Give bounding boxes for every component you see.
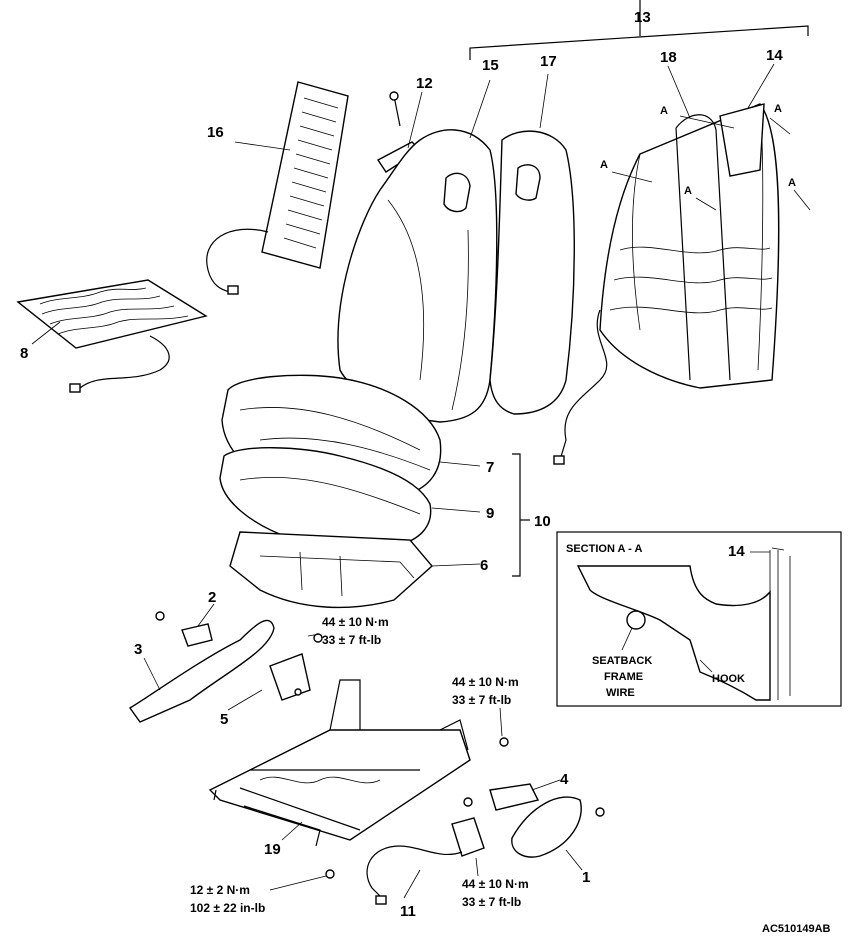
leader-12 <box>407 91 423 149</box>
cushion-pad-9 <box>219 447 432 550</box>
callout-4: 4 <box>560 771 569 788</box>
leader-1 <box>565 849 583 871</box>
callout-8: 8 <box>20 345 28 362</box>
marker-a-1: A <box>660 105 668 117</box>
callout-11: 11 <box>400 903 416 920</box>
leader-2 <box>197 603 215 627</box>
leader-14 <box>747 63 775 109</box>
bracket-6 <box>512 453 521 577</box>
bracket-4 <box>463 783 540 811</box>
marker-a-3: A <box>600 159 608 171</box>
callout-5: 5 <box>220 711 228 728</box>
torque-1-ft: 33 ± 7 ft-lb <box>322 633 381 647</box>
section-a-markers <box>611 115 811 211</box>
callout-9: 9 <box>486 505 494 522</box>
seatback-frame-18 <box>553 103 780 465</box>
seatback-cover-15 <box>337 129 498 423</box>
buckle-11 <box>366 817 485 905</box>
torque-3-leader <box>269 875 327 891</box>
label-seatback: SEATBACK <box>592 655 652 667</box>
marker-a-2: A <box>774 103 782 115</box>
torque-4-leader <box>475 857 479 877</box>
callout-18: 18 <box>660 49 677 66</box>
torque-1-nm: 44 ± 10 N·m <box>322 615 389 629</box>
leader-8 <box>31 321 61 345</box>
callout-10: 6 <box>480 557 488 574</box>
leader-19 <box>281 821 303 841</box>
callout-12: 12 <box>416 75 433 92</box>
torque-1-leader <box>307 633 321 637</box>
callout-1: 1 <box>582 869 590 886</box>
torque-2-leader <box>499 707 503 737</box>
callout-15: 15 <box>482 57 499 74</box>
callout-17: 17 <box>540 53 557 70</box>
leader-18 <box>667 65 691 119</box>
leader-4 <box>531 779 561 791</box>
callout-6: 10 <box>534 513 551 530</box>
leader-9 <box>431 507 481 513</box>
torque-3-nm: 12 ± 2 N·m <box>190 883 250 897</box>
callout-19: 19 <box>264 841 281 858</box>
leader-16 <box>234 141 291 151</box>
section-title: SECTION A - A <box>566 543 642 555</box>
leader-7 <box>439 461 481 467</box>
section-callout-14: 14 <box>728 543 745 560</box>
leader-17 <box>539 73 549 129</box>
section-a-a-inset <box>556 531 842 707</box>
callout-14: 14 <box>766 47 783 64</box>
torque-4-ft: 33 ± 7 ft-lb <box>462 895 521 909</box>
leader-15 <box>469 79 491 139</box>
callout-2: 2 <box>208 589 216 606</box>
leader-11 <box>403 869 421 899</box>
callout-16: 16 <box>207 124 224 141</box>
callout-7: 7 <box>486 459 494 476</box>
marker-a-4: A <box>684 185 692 197</box>
heater-pad-cushion-8 <box>16 279 208 393</box>
cushion-pan-10 <box>229 531 433 609</box>
leader-3 <box>143 657 161 691</box>
torque-3-in: 102 ± 22 in-lb <box>190 901 265 915</box>
callout-3: 3 <box>134 641 142 658</box>
bracket-13 <box>469 0 809 60</box>
callout-13: 13 <box>634 9 651 26</box>
rail-cover-3 <box>128 619 275 723</box>
seat-adjuster-19 <box>208 633 509 879</box>
label-hook: HOOK <box>712 673 745 685</box>
side-cover-1 <box>511 796 605 858</box>
leader-10 <box>431 563 481 567</box>
heater-pad-back-16 <box>206 81 349 295</box>
label-frame: FRAME <box>604 671 643 683</box>
torque-4-nm: 44 ± 10 N·m <box>462 877 529 891</box>
marker-a-5: A <box>788 177 796 189</box>
cover-2 <box>155 611 213 647</box>
torque-2-ft: 33 ± 7 ft-lb <box>452 693 511 707</box>
leader-wire <box>621 627 633 651</box>
torque-2-nm: 44 ± 10 N·m <box>452 675 519 689</box>
label-wire: WIRE <box>606 687 635 699</box>
seatback-pad-17 <box>489 130 575 415</box>
figure-id: AC510149AB <box>762 923 831 935</box>
leader-5 <box>227 689 263 711</box>
bracket-5 <box>269 653 311 701</box>
